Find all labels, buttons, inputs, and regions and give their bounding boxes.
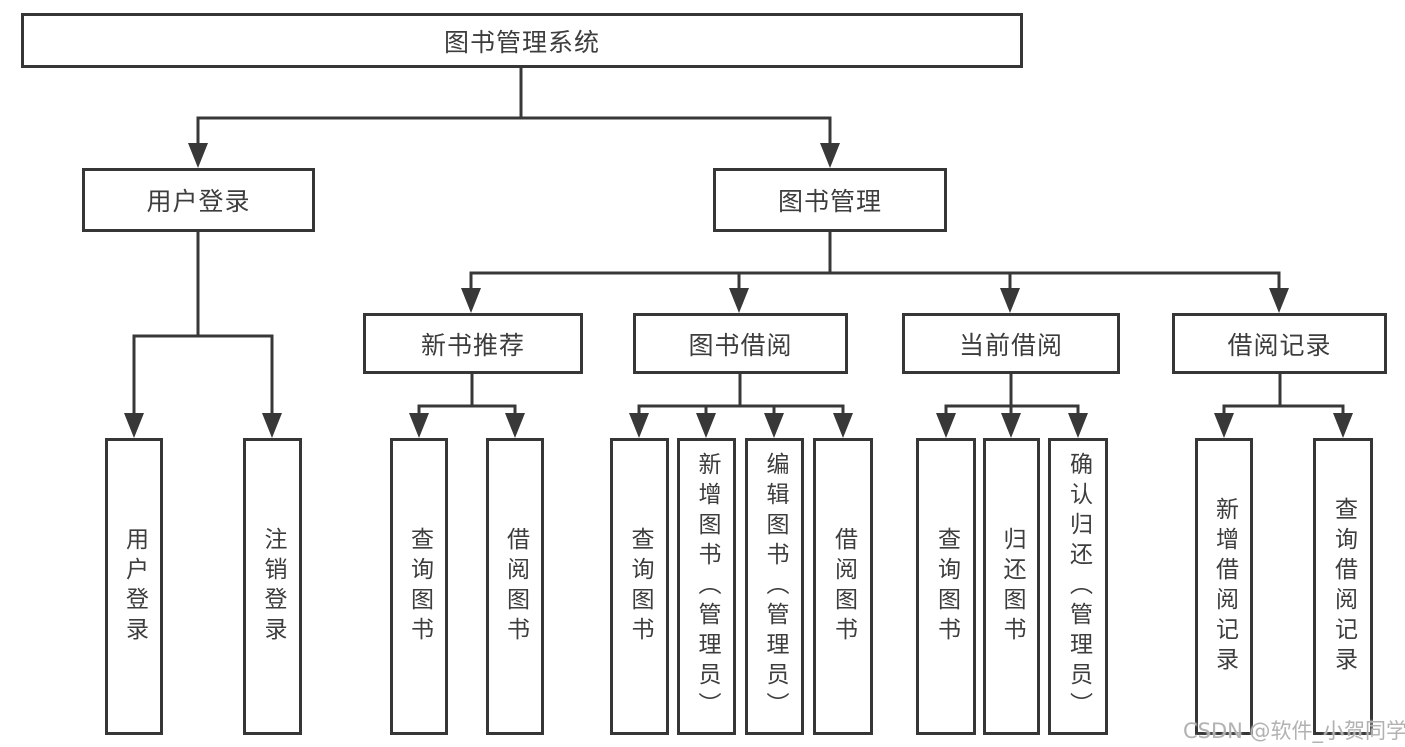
- leaf-user-login: 用户登录: [105, 438, 163, 735]
- leaf-query-borrow-record: 查询借阅记录: [1313, 438, 1373, 735]
- node-new-book-recommend: 新书推荐: [363, 313, 583, 374]
- csdn-watermark: CSDN @软件_小贺同学: [1183, 719, 1405, 743]
- leaf-edit-books-admin: 编辑图书（管理员）: [745, 438, 804, 735]
- leaf-borrow-books: 借阅图书: [813, 438, 873, 735]
- node-book-borrowing: 图书借阅: [633, 313, 848, 374]
- leaf-query-books-borrow: 查询图书: [610, 438, 669, 735]
- leaf-confirm-return-admin: 确认归还（管理员）: [1048, 438, 1108, 735]
- leaf-query-books-recommend: 查询图书: [390, 438, 448, 735]
- node-borrow-records: 借阅记录: [1172, 313, 1387, 374]
- node-user-login: 用户登录: [82, 168, 315, 232]
- leaf-return-books: 归还图书: [983, 438, 1040, 735]
- node-current-borrowing: 当前借阅: [902, 313, 1120, 374]
- leaf-query-books-current: 查询图书: [916, 438, 976, 735]
- node-book-management: 图书管理: [713, 168, 947, 232]
- leaf-add-books-admin: 新增图书（管理员）: [677, 438, 736, 735]
- arrowhead-icons: [124, 143, 1353, 438]
- leaf-logout: 注销登录: [243, 438, 302, 735]
- node-library-system: 图书管理系统: [21, 13, 1023, 68]
- leaf-borrow-books-recommend: 借阅图书: [486, 438, 544, 735]
- leaf-add-borrow-record: 新增借阅记录: [1195, 438, 1253, 735]
